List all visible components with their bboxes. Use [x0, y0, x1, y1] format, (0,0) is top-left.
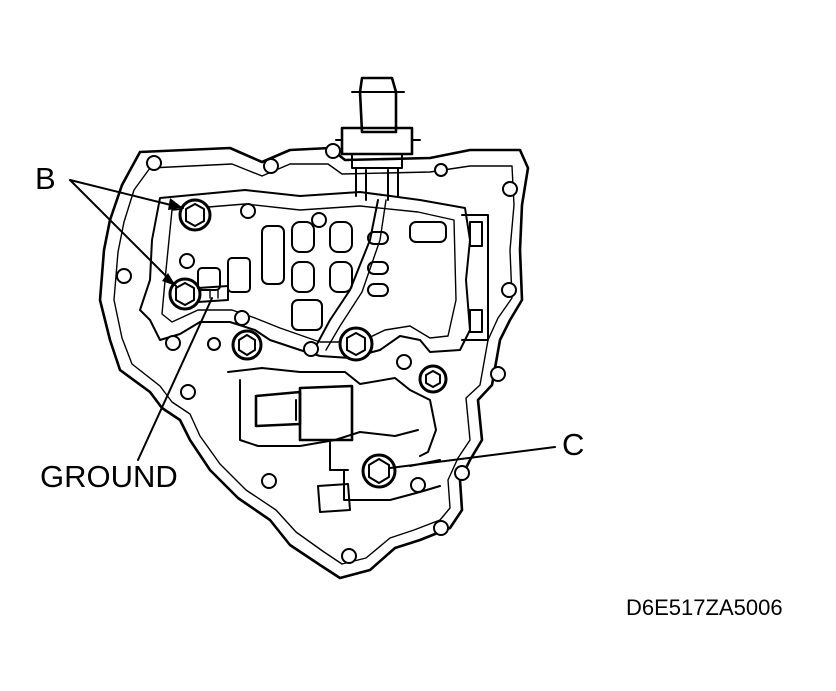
outer-cover-outline: [98, 146, 530, 580]
side-rail: [461, 214, 489, 341]
side-rail-bolt-lower: [469, 309, 483, 333]
bolt-c: [361, 453, 397, 489]
wiring-harness-return: [325, 199, 387, 351]
bolt-b-upper: [178, 198, 212, 232]
top-connector: [335, 76, 421, 201]
bolt-mid-left: [231, 329, 263, 361]
side-rail-bolt-upper: [469, 221, 483, 247]
label-c: C: [562, 427, 584, 462]
figure-code: D6E517ZA5006: [626, 595, 783, 620]
label-ground: GROUND: [40, 459, 178, 494]
valve-body-inner-edge: [161, 203, 457, 343]
bolt-b-lower: [168, 277, 202, 311]
solenoid-assembly: [227, 367, 441, 513]
mounting-holes: [116, 143, 518, 564]
wiring-harness: [315, 199, 379, 347]
bolt-right: [418, 364, 448, 394]
passage-slots: [197, 221, 447, 331]
inner-cover-outline: [113, 163, 515, 565]
leader-lines: [69, 179, 556, 469]
label-b: B: [35, 161, 56, 196]
bolt-center: [338, 326, 374, 362]
ground-terminal: [197, 285, 229, 303]
